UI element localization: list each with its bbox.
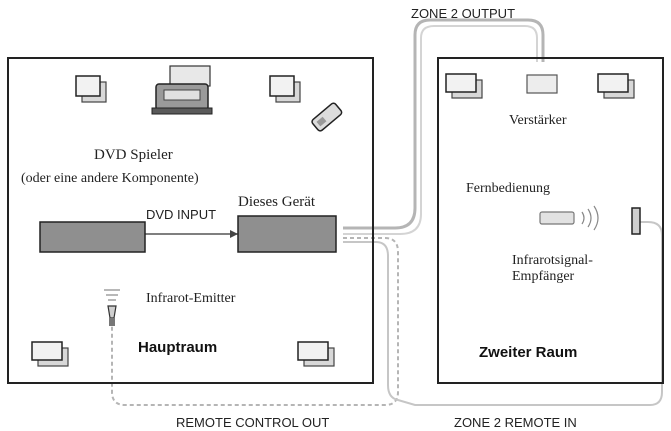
this-unit-label: Dieses Gerät <box>238 194 316 210</box>
speaker-rear-left <box>31 341 69 367</box>
amplifier-label: Verstärker <box>509 113 567 128</box>
zone2-output-cable <box>343 18 545 230</box>
speaker-rear-right <box>297 341 335 367</box>
main-room-label: Hauptraum <box>138 339 217 356</box>
tv-center-unit <box>151 65 213 115</box>
speaker-zone2-right <box>597 73 635 99</box>
second-room-label: Zweiter Raum <box>479 344 577 361</box>
remote-control-out-label: REMOTE CONTROL OUT <box>176 415 329 430</box>
ir-receiver-label-line2: Empfänger <box>512 269 575 284</box>
ir-receiver-device <box>631 207 641 235</box>
remote-control-out-cable <box>111 237 399 406</box>
main-room-border <box>7 57 374 384</box>
this-unit-device <box>237 215 337 253</box>
second-room-border <box>437 57 664 384</box>
speaker-front-right <box>269 75 301 103</box>
dvd-player-label-line1: DVD Spieler <box>94 147 173 163</box>
ir-receiver-label-line1: Infrarotsignal- <box>512 253 593 268</box>
remote-control-main <box>311 102 343 132</box>
dvd-input-arrow <box>230 230 238 238</box>
zone2-remote-in-cable <box>343 221 663 406</box>
dvd-input-label: DVD INPUT <box>146 207 216 222</box>
dvd-player-device <box>39 221 146 253</box>
ir-emitter-icon <box>104 289 120 326</box>
speaker-zone2-left <box>445 73 483 99</box>
ir-emitter-label: Infrarot-Emitter <box>146 291 236 306</box>
dvd-player-label-line2: (oder eine andere Komponente) <box>21 171 199 186</box>
zone2-output-cable-inner <box>343 25 538 235</box>
remote-control-zone2 <box>539 205 599 231</box>
remote-control-label: Fernbedienung <box>466 181 550 196</box>
amplifier-device <box>526 74 558 94</box>
speaker-front-left <box>75 75 107 103</box>
zone2-remote-in-label: ZONE 2 REMOTE IN <box>454 415 577 430</box>
zone2-output-label: ZONE 2 OUTPUT <box>411 6 515 21</box>
